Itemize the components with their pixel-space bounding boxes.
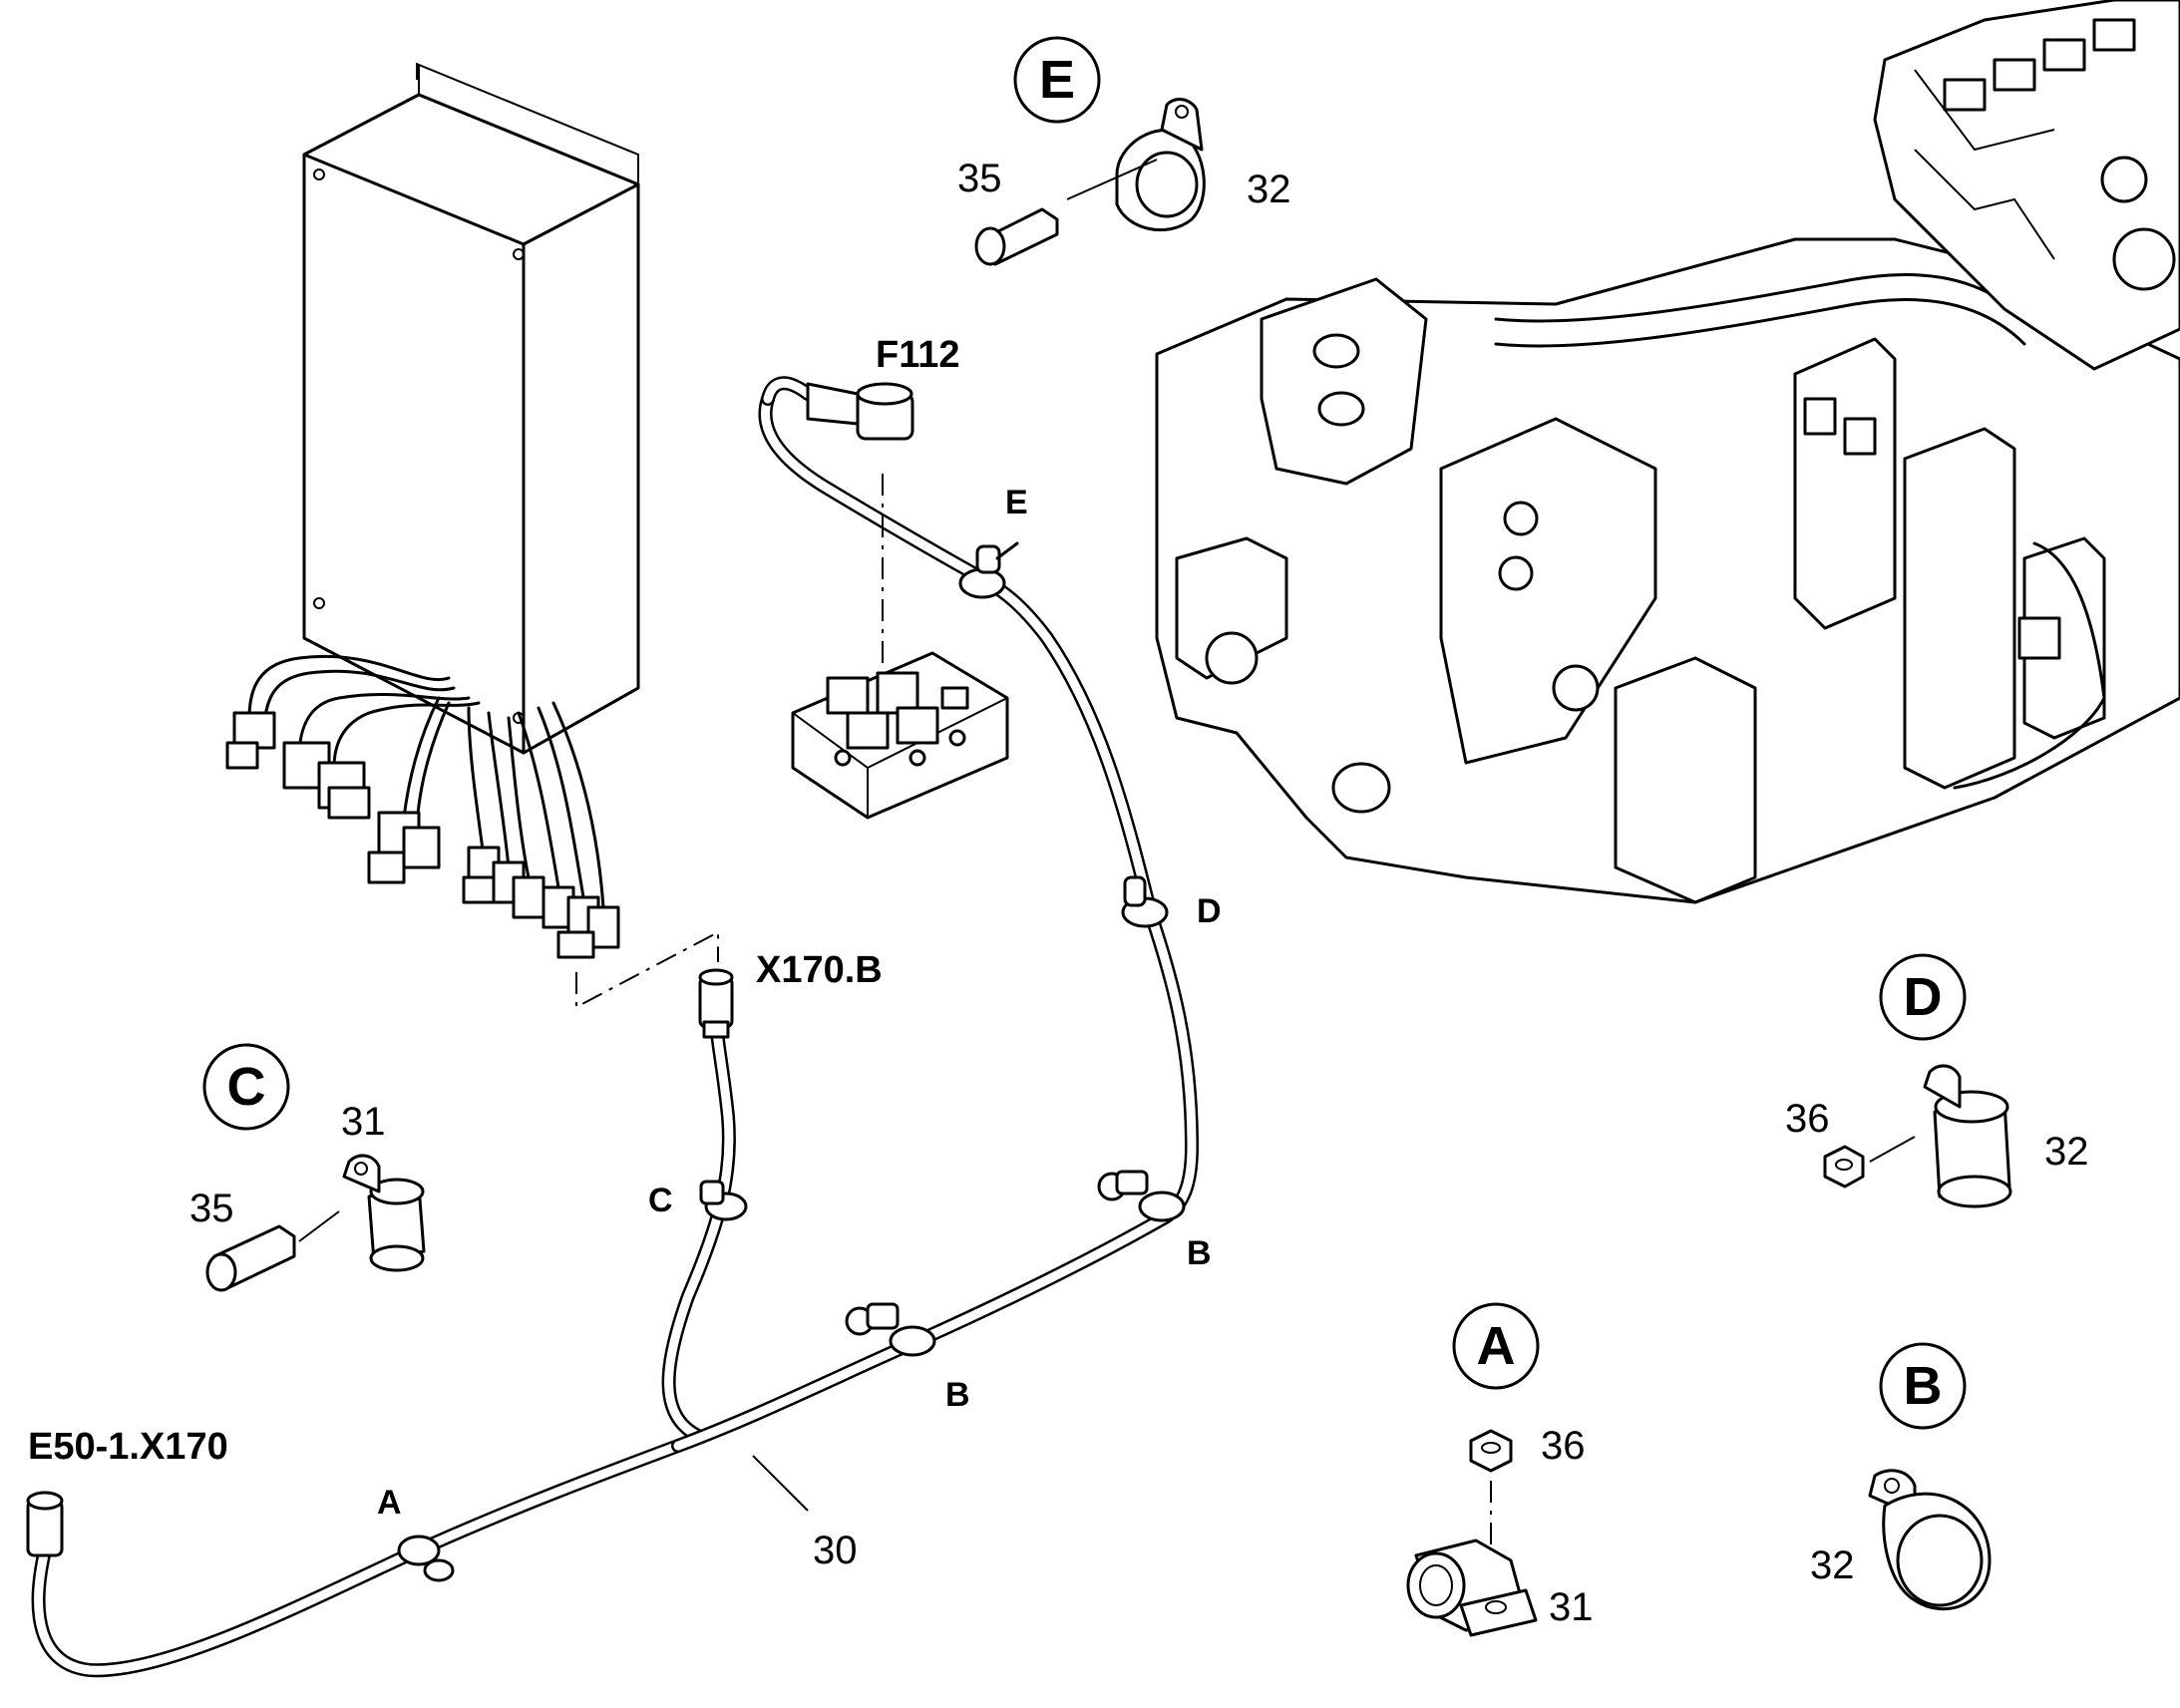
connector-f112-sensor: [806, 382, 914, 441]
label-31-detail-a: 31: [1549, 1585, 1594, 1629]
label-x170b: X170.B: [756, 949, 883, 991]
machine-frame: [1155, 237, 2180, 904]
label-e50-x170: E50-1.X170: [28, 1426, 228, 1468]
label-harness-point-e: E: [1005, 484, 1028, 521]
control-box-wiring: [225, 655, 620, 959]
label-35-detail-e: 35: [957, 157, 1002, 200]
dashed-connection-x170: [575, 930, 719, 1009]
leader-30: [752, 1455, 809, 1512]
label-36-detail-d: 36: [1785, 1097, 1830, 1141]
connector-e50-plug: [26, 1491, 64, 1557]
detail-d-hardware: [1823, 1064, 2012, 1208]
label-harness-point-b-upper: B: [1187, 1234, 1212, 1272]
label-32-detail-b: 32: [1810, 1543, 1855, 1587]
label-32-detail-d: 32: [2044, 1130, 2089, 1174]
label-harness-point-a: A: [377, 1484, 402, 1522]
label-harness-point-d: D: [1197, 892, 1222, 930]
control-box: [302, 63, 640, 755]
svg-text:C: C: [227, 1057, 266, 1117]
detail-e-hardware: [974, 98, 1206, 266]
relay-board: [791, 651, 1009, 820]
clip-d: [1121, 875, 1169, 928]
engine: [1873, 0, 2180, 371]
label-30-harness: 30: [813, 1529, 858, 1572]
svg-text:B: B: [1904, 1356, 1943, 1416]
label-harness-point-b-lower: B: [945, 1376, 970, 1414]
callout-circle-d: D: [1879, 953, 1967, 1041]
svg-text:D: D: [1904, 967, 1943, 1027]
clip-b-upper: [1097, 1170, 1186, 1222]
detail-b-hardware: [1868, 1469, 1992, 1611]
detail-c-hardware: [205, 1154, 426, 1292]
clip-e: [958, 541, 1019, 599]
label-31-detail-c: 31: [341, 1100, 386, 1144]
label-32-detail-e: 32: [1247, 168, 1291, 211]
clip-b-lower: [845, 1302, 936, 1357]
callout-circle-a: A: [1452, 1302, 1540, 1390]
label-f112: F112: [876, 334, 960, 376]
callout-circle-b: B: [1879, 1342, 1967, 1430]
label-harness-point-c: C: [648, 1182, 673, 1219]
label-35-detail-c: 35: [189, 1187, 234, 1230]
clip-a: [397, 1535, 455, 1582]
svg-text:A: A: [1477, 1316, 1516, 1376]
clip-c: [699, 1180, 748, 1221]
svg-text:E: E: [1039, 50, 1075, 110]
label-36-detail-a: 36: [1541, 1424, 1586, 1468]
detail-a-hardware: [1406, 1429, 1538, 1637]
callout-circle-c: C: [202, 1043, 290, 1131]
connector-x170b-plug: [698, 968, 734, 1039]
harness-30: [31, 376, 1199, 1678]
callout-circle-e: E: [1013, 36, 1101, 124]
